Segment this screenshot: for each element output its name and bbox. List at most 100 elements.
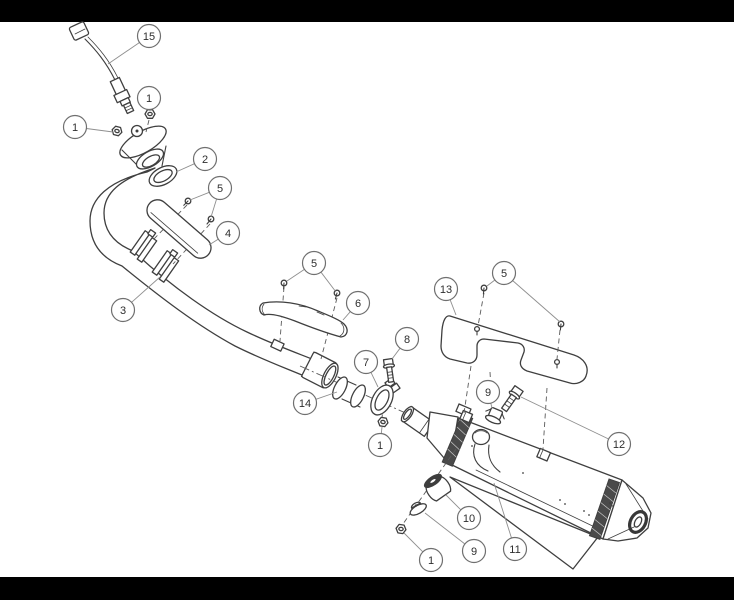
- callout-3: 3: [110, 276, 161, 323]
- callout-4: 4: [208, 220, 241, 246]
- callout-9: 9: [475, 379, 501, 409]
- leader-line: [449, 299, 457, 316]
- pipe-mount-tab: [270, 338, 285, 352]
- callout-13: 13: [433, 276, 459, 316]
- heat-shield-front: [146, 197, 215, 265]
- callout-number: 14: [299, 398, 311, 410]
- callout-number: 10: [463, 513, 475, 525]
- callout-circle: [456, 505, 482, 531]
- leader-line: [320, 271, 337, 293]
- rear-band-clamp: [588, 478, 621, 540]
- clamp-bolt: [382, 357, 396, 383]
- leader-line: [391, 347, 401, 360]
- callout-5: 5: [486, 260, 561, 323]
- leader-line: [210, 198, 218, 218]
- clamp-nut: [377, 416, 389, 428]
- leader-line: [490, 403, 493, 409]
- callout-number: 12: [613, 439, 625, 451]
- callout-circle: [353, 349, 379, 375]
- screw-boss: [473, 325, 561, 369]
- muffler-end-cap: [602, 479, 652, 542]
- callout-circle: [136, 85, 162, 111]
- header-pipe: [89, 167, 339, 389]
- callout-circle: [215, 220, 241, 246]
- muffler-clamp: [370, 377, 401, 420]
- leader-line: [189, 191, 210, 201]
- callout-number: 8: [404, 334, 410, 346]
- callout-number: 7: [363, 357, 369, 369]
- callout-number: 4: [225, 228, 231, 240]
- callout-circle: [502, 536, 528, 562]
- callout-5: 5: [189, 175, 233, 218]
- callout-circle: [418, 547, 444, 573]
- callout-circle: [394, 326, 420, 352]
- callout-number: 1: [72, 122, 78, 134]
- muffler-strap: [449, 476, 599, 570]
- callout-7: 7: [353, 349, 379, 388]
- leader-line: [131, 276, 161, 303]
- shield-screw: [183, 197, 215, 225]
- callout-number: 5: [217, 183, 223, 195]
- callout-circle: [136, 23, 162, 49]
- callout-1: 1: [367, 426, 393, 458]
- shield-screw: [480, 284, 565, 331]
- callout-circle: [192, 146, 218, 172]
- oxygen-sensor: [68, 21, 135, 115]
- flange-nut: [144, 109, 156, 119]
- callout-6: 6: [342, 290, 371, 321]
- muffler-heat-shield: [440, 284, 588, 385]
- callout-circle: [110, 297, 136, 323]
- callout-2: 2: [175, 146, 218, 173]
- callout-number: 6: [355, 298, 361, 310]
- callout-14: 14: [292, 390, 338, 416]
- callout-1: 1: [403, 532, 444, 573]
- callout-12: 12: [520, 396, 632, 457]
- callout-9: 9: [424, 512, 487, 564]
- callout-number: 3: [120, 305, 126, 317]
- callout-10: 10: [445, 494, 482, 531]
- callout-circle: [62, 114, 88, 140]
- leader-line: [175, 163, 195, 173]
- mount-washer: [409, 501, 427, 516]
- shield-tab: [459, 409, 474, 424]
- leader-line: [486, 279, 496, 287]
- muffler: [400, 403, 652, 570]
- top-letterbox-bar: [0, 0, 734, 22]
- callout-circle: [475, 379, 501, 405]
- heat-shield-mid: [259, 279, 348, 360]
- callout-circle: [292, 390, 318, 416]
- callout-circle: [606, 431, 632, 457]
- callout-number: 1: [377, 440, 383, 452]
- callout-circle: [461, 538, 487, 564]
- callout-number: 13: [440, 284, 452, 296]
- callout-circle: [207, 175, 233, 201]
- leader-line: [445, 494, 462, 511]
- leader-line: [380, 426, 383, 434]
- exhaust-flange: [111, 109, 167, 170]
- callout-1: 1: [136, 85, 162, 112]
- callout-circle: [345, 290, 371, 316]
- flange-nut: [111, 125, 123, 137]
- callout-5: 5: [286, 250, 337, 293]
- callout-11: 11: [493, 482, 528, 562]
- muffler-bumper: [471, 428, 491, 446]
- rubber-bushing: [423, 473, 452, 502]
- callout-circle: [301, 250, 327, 276]
- leader-line: [86, 128, 114, 133]
- leader-line: [107, 42, 140, 65]
- rubber-mount-upper: [484, 406, 505, 425]
- callout-number: 9: [471, 546, 477, 558]
- leader-line: [520, 396, 609, 440]
- leader-line: [342, 311, 351, 321]
- callout-number: 1: [146, 93, 152, 105]
- leader-line: [493, 482, 512, 539]
- callout-15: 15: [107, 23, 162, 65]
- callout-number: 5: [311, 258, 317, 270]
- shield-screw: [280, 279, 341, 300]
- slip-joint-rings: [129, 228, 180, 283]
- bottom-letterbox-bar: [0, 577, 734, 600]
- muffler-sleeve: [332, 376, 366, 408]
- exhaust-gasket: [148, 165, 178, 187]
